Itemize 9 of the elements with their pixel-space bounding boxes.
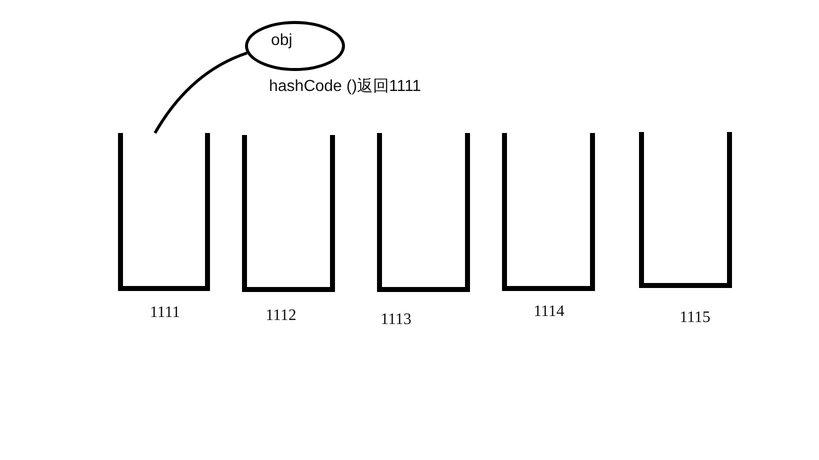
bucket-label: 1111 — [150, 304, 180, 322]
bucket-label: 1115 — [680, 309, 710, 327]
connector-line — [154, 52, 248, 134]
ellipse — [245, 21, 345, 71]
bucket-label: 1114 — [534, 303, 564, 321]
node-label: obj — [271, 32, 292, 50]
annotation-text: hashCode ()返回1111 — [269, 78, 422, 96]
bucket-label: 1112 — [266, 307, 296, 325]
bucket-label: 1113 — [380, 311, 412, 329]
